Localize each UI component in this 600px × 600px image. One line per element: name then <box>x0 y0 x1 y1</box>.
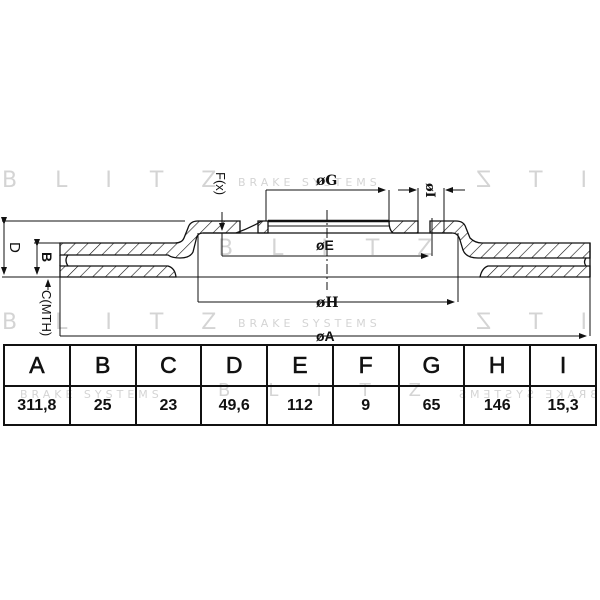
label-d: D <box>6 242 23 253</box>
table-value-row: 311,8 25 23 49,6 112 9 65 146 15,3 <box>3 385 597 426</box>
header-a: A <box>3 344 71 387</box>
label-g: øG <box>316 173 337 189</box>
right-hat-flange <box>388 220 419 234</box>
left-top-friction-plate <box>59 220 241 259</box>
header-i: I <box>529 344 597 387</box>
header-c: C <box>134 344 203 387</box>
header-b: B <box>68 344 137 387</box>
label-e: øE <box>316 237 334 253</box>
label-f: F(x) <box>213 172 228 195</box>
header-d: D <box>200 344 269 387</box>
watermark-blitz-bottom-left: BLITZ <box>2 310 255 335</box>
left-bottom-friction-plate <box>59 265 177 278</box>
value-a: 311,8 <box>3 385 71 426</box>
watermark-brake-systems-bottom: BRAKE SYSTEMS <box>238 317 381 330</box>
header-g: G <box>397 344 466 387</box>
value-d: 49,6 <box>200 385 269 426</box>
watermark-blitz-middle: BLITZ <box>218 236 471 261</box>
value-g: 65 <box>397 385 466 426</box>
value-e: 112 <box>266 385 334 426</box>
label-i: øI <box>422 183 437 198</box>
value-i: 15,3 <box>529 385 597 426</box>
value-c: 23 <box>134 385 203 426</box>
value-f: 9 <box>331 385 400 426</box>
dimensions-table: A B C D E F G H I 311,8 25 23 49,6 112 9… <box>3 344 597 426</box>
label-a: øA <box>316 328 335 344</box>
right-bottom-friction-plate <box>479 265 591 278</box>
header-h: H <box>463 344 532 387</box>
label-c: C(MTH) <box>39 290 54 336</box>
watermark-brake-systems-top: BRAKE SYSTEMS <box>238 176 381 189</box>
right-top-friction-plate <box>429 220 591 259</box>
table-header-row: A B C D E F G H I <box>3 344 597 387</box>
watermark-blitz-top-left: BLITZ <box>2 168 255 193</box>
value-h: 146 <box>463 385 532 426</box>
header-f: F <box>331 344 400 387</box>
header-e: E <box>266 344 334 387</box>
label-b: B <box>39 252 55 262</box>
label-h: øH <box>316 295 339 311</box>
value-b: 25 <box>68 385 137 426</box>
